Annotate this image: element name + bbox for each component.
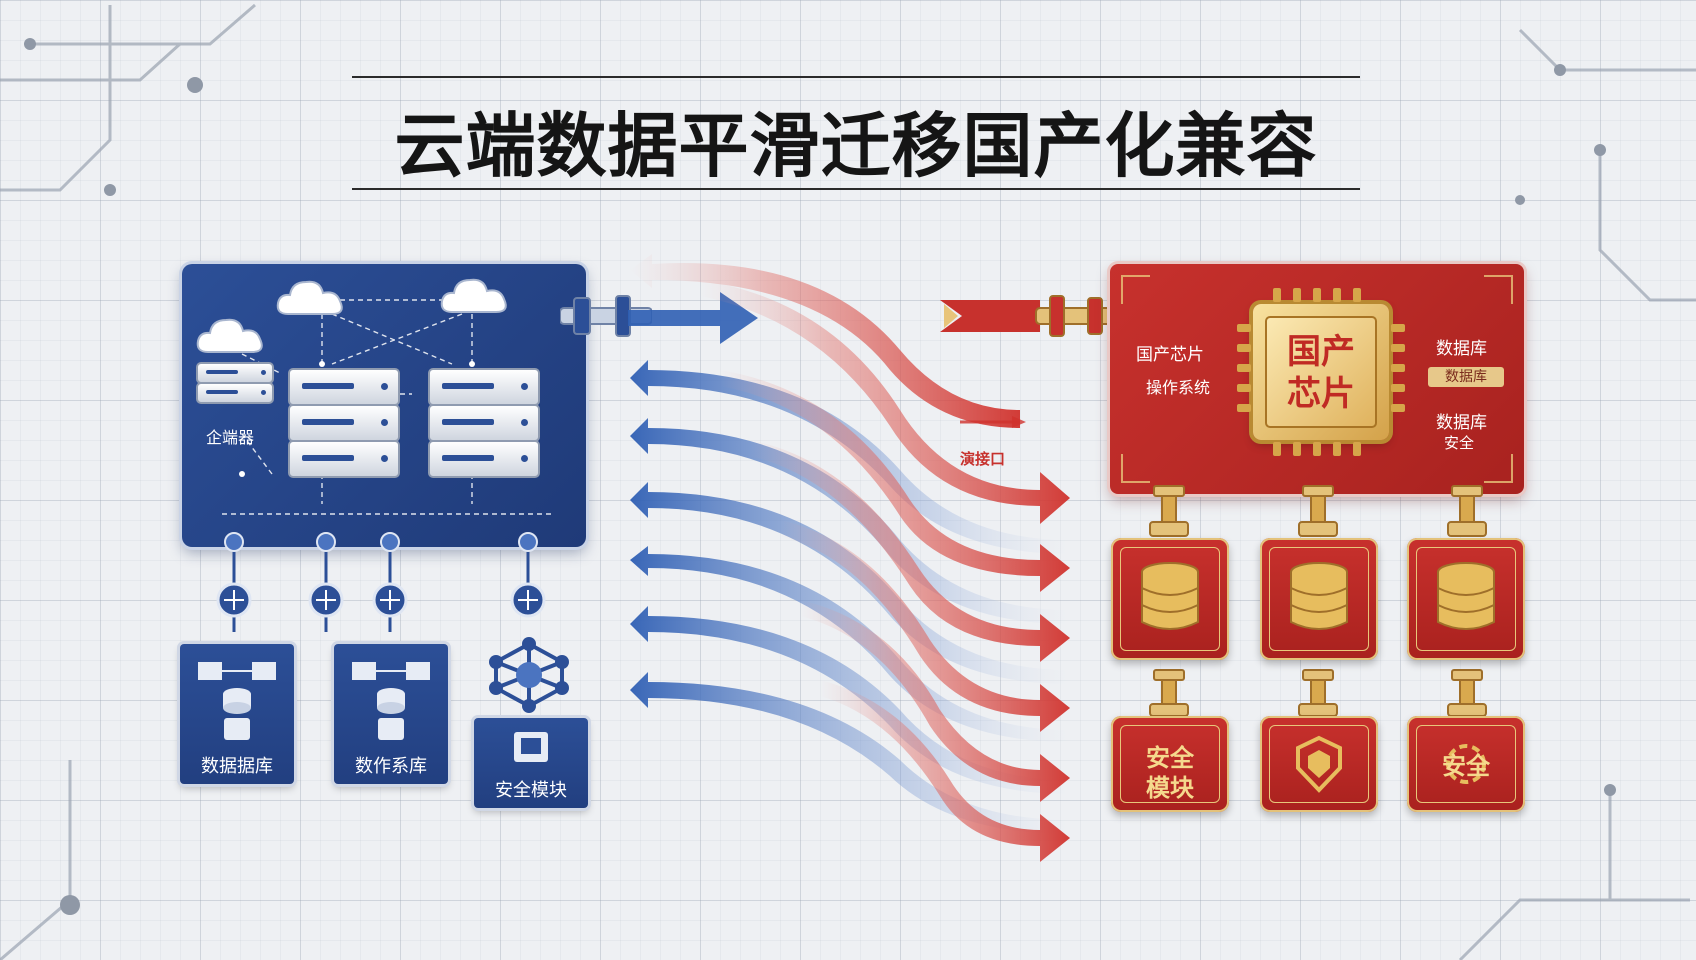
arrow-icon [940,295,1120,337]
block-frame [1269,725,1369,803]
block-text-line2: 模块 [1146,774,1194,802]
chip-pin [1391,364,1405,372]
server-icon [288,440,400,478]
server-icon [428,440,540,478]
chip-pin [1237,344,1251,352]
database-icon [1290,562,1348,630]
chip-icon [514,732,548,762]
shield-icon [1296,735,1342,793]
chip-pin [1333,288,1341,302]
chip-icon: 国产 芯片 [1253,304,1389,440]
database-icon [1141,562,1199,630]
chip-text-line1: 国产 [1287,332,1355,372]
chip-pin [1391,384,1405,392]
block-frame [1120,725,1220,803]
card-label: 数据据库 [201,756,273,777]
migration-arrows [628,254,1070,862]
chip-pin [1237,404,1251,412]
cloud-icon [196,318,263,353]
chip-pin [1237,324,1251,332]
chip-pin [1391,344,1405,352]
server-label: 企端器 [206,428,255,447]
database-block [1111,538,1229,660]
database-block [1407,538,1525,660]
panel-corner-decoration [1121,275,1513,483]
gear-icon [1446,744,1486,784]
block-frame [1416,725,1516,803]
chip-pin [1391,404,1405,412]
title-rule-bottom [352,188,1360,190]
page-title: 云端数据平滑迁移国产化兼容 [394,104,1318,187]
security-module-card: 安全模块 [474,718,588,808]
database-label: 数据库 [1436,339,1487,359]
database-block [1260,538,1378,660]
chip-label: 国产芯片 [1136,345,1204,365]
chip-pin [1273,288,1281,302]
chip-pin [1237,384,1251,392]
server-icon [288,404,400,442]
database-icon [198,662,276,740]
database-icon [352,662,430,740]
block-frame [1120,547,1220,651]
server-icon [428,404,540,442]
chip-pin [1237,364,1251,372]
security-block: 安全 [1407,716,1525,812]
database-icon [1437,562,1495,630]
chip-pin [1313,442,1321,456]
server-icon [428,368,540,406]
card-label: 数作系库 [355,756,427,777]
shield-block [1260,716,1378,812]
network-node-icon [489,637,569,713]
security-module-block: 安全 模块 [1111,716,1229,812]
chip-pin [1353,288,1361,302]
block-frame [1416,547,1516,651]
os-label: 操作系统 [1146,378,1211,397]
block-frame [1269,547,1369,651]
database-card: 数据据库 [180,644,294,784]
chip-pin [1273,442,1281,456]
chip-pin [1333,442,1341,456]
server-icon [288,368,400,406]
chip-pin [1353,442,1361,456]
cloud-infrastructure-panel: 企端器 [182,264,586,547]
chip-pin [1293,288,1301,302]
chip-pin [1293,442,1301,456]
gold-connectors [1149,485,1487,717]
os-card: 数作系库 [334,644,448,784]
card-label: 安全模块 [495,780,567,801]
title-rule-top [352,76,1360,78]
chip-pin [1313,288,1321,302]
database-badge: 数据库 [1428,367,1504,387]
chip-core: 国产 芯片 [1265,316,1377,428]
node-connectors [216,532,546,632]
cloud-icon [440,278,507,313]
chip-pin [1391,324,1405,332]
database-label-2: 数据库 [1436,413,1487,433]
cloud-icon [276,280,343,315]
security-label: 安全 [1444,434,1475,452]
server-icon [196,382,274,404]
block-text-line1: 安全 [1442,752,1490,780]
chip-text-line2: 芯片 [1287,374,1355,414]
server-icon [196,362,274,384]
interface-label: 演接口 [960,450,1006,468]
block-text-line1: 安全 [1146,744,1194,772]
